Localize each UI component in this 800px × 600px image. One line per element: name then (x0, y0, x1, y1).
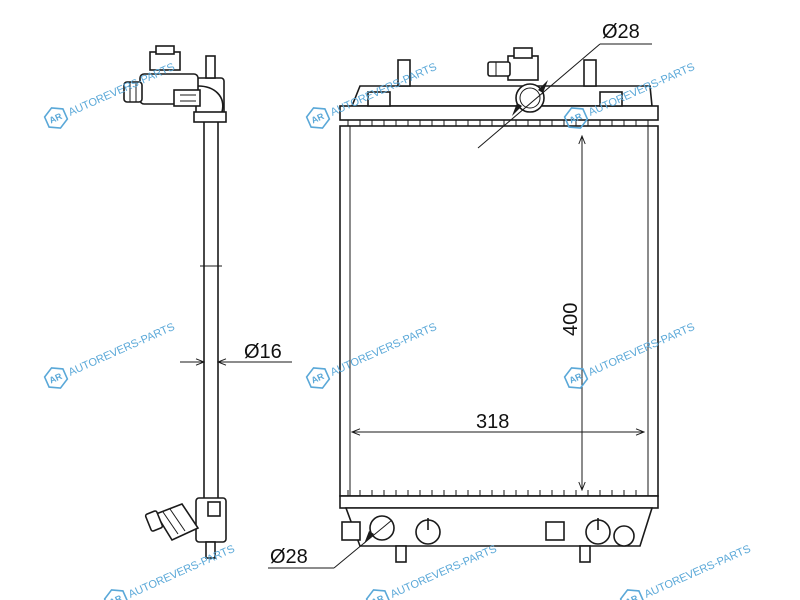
side-tank-body (200, 122, 222, 498)
watermark-logo-icon (103, 589, 129, 600)
watermark-logo-icon (43, 367, 69, 389)
watermark-logo-text: AR (370, 593, 386, 600)
watermark-text: AUTOREVERS-PARTS (67, 321, 177, 379)
top-outlet-diameter-label: Ø28 (602, 21, 640, 43)
watermark-logo-text: AR (310, 371, 326, 386)
watermark-logo-text: AR (624, 593, 640, 600)
radiator-core (339, 125, 659, 497)
watermark-logo-text: AR (48, 371, 64, 386)
bottom-tank (339, 490, 659, 563)
watermark-logo-icon (305, 107, 331, 129)
watermark-text: AUTOREVERS-PARTS (587, 321, 697, 379)
side-view: Ø16 (123, 45, 292, 559)
watermark-text: AUTOREVERS-PARTS (643, 543, 753, 600)
height-dimension-label: 400 (560, 303, 582, 336)
watermark-logo-icon (43, 107, 69, 129)
watermark-logo-icon (563, 107, 589, 129)
bottom-outlet-leader (268, 519, 393, 569)
side-bottom-tank (144, 497, 227, 559)
pipe-diameter-label: Ø16 (244, 341, 282, 363)
watermark-text: AUTOREVERS-PARTS (329, 321, 439, 379)
front-view: Ø28 Ø28 400 318 (268, 21, 659, 569)
side-top-tank (123, 45, 227, 123)
watermark-logo-icon (619, 589, 645, 600)
watermark-logo-text: AR (108, 593, 124, 600)
bottom-outlet-diameter-label: Ø28 (270, 546, 308, 568)
watermark-logo-icon (563, 367, 589, 389)
watermark-logo-text: AR (48, 111, 64, 126)
top-tank (339, 47, 659, 126)
top-outlet-leader (477, 43, 652, 149)
watermark-text: AUTOREVERS-PARTS (127, 543, 237, 600)
watermark-logo-icon (365, 589, 391, 600)
watermark-logo-text: AR (310, 111, 326, 126)
watermark-logo-icon (305, 367, 331, 389)
width-dimension-label: 318 (476, 411, 509, 433)
